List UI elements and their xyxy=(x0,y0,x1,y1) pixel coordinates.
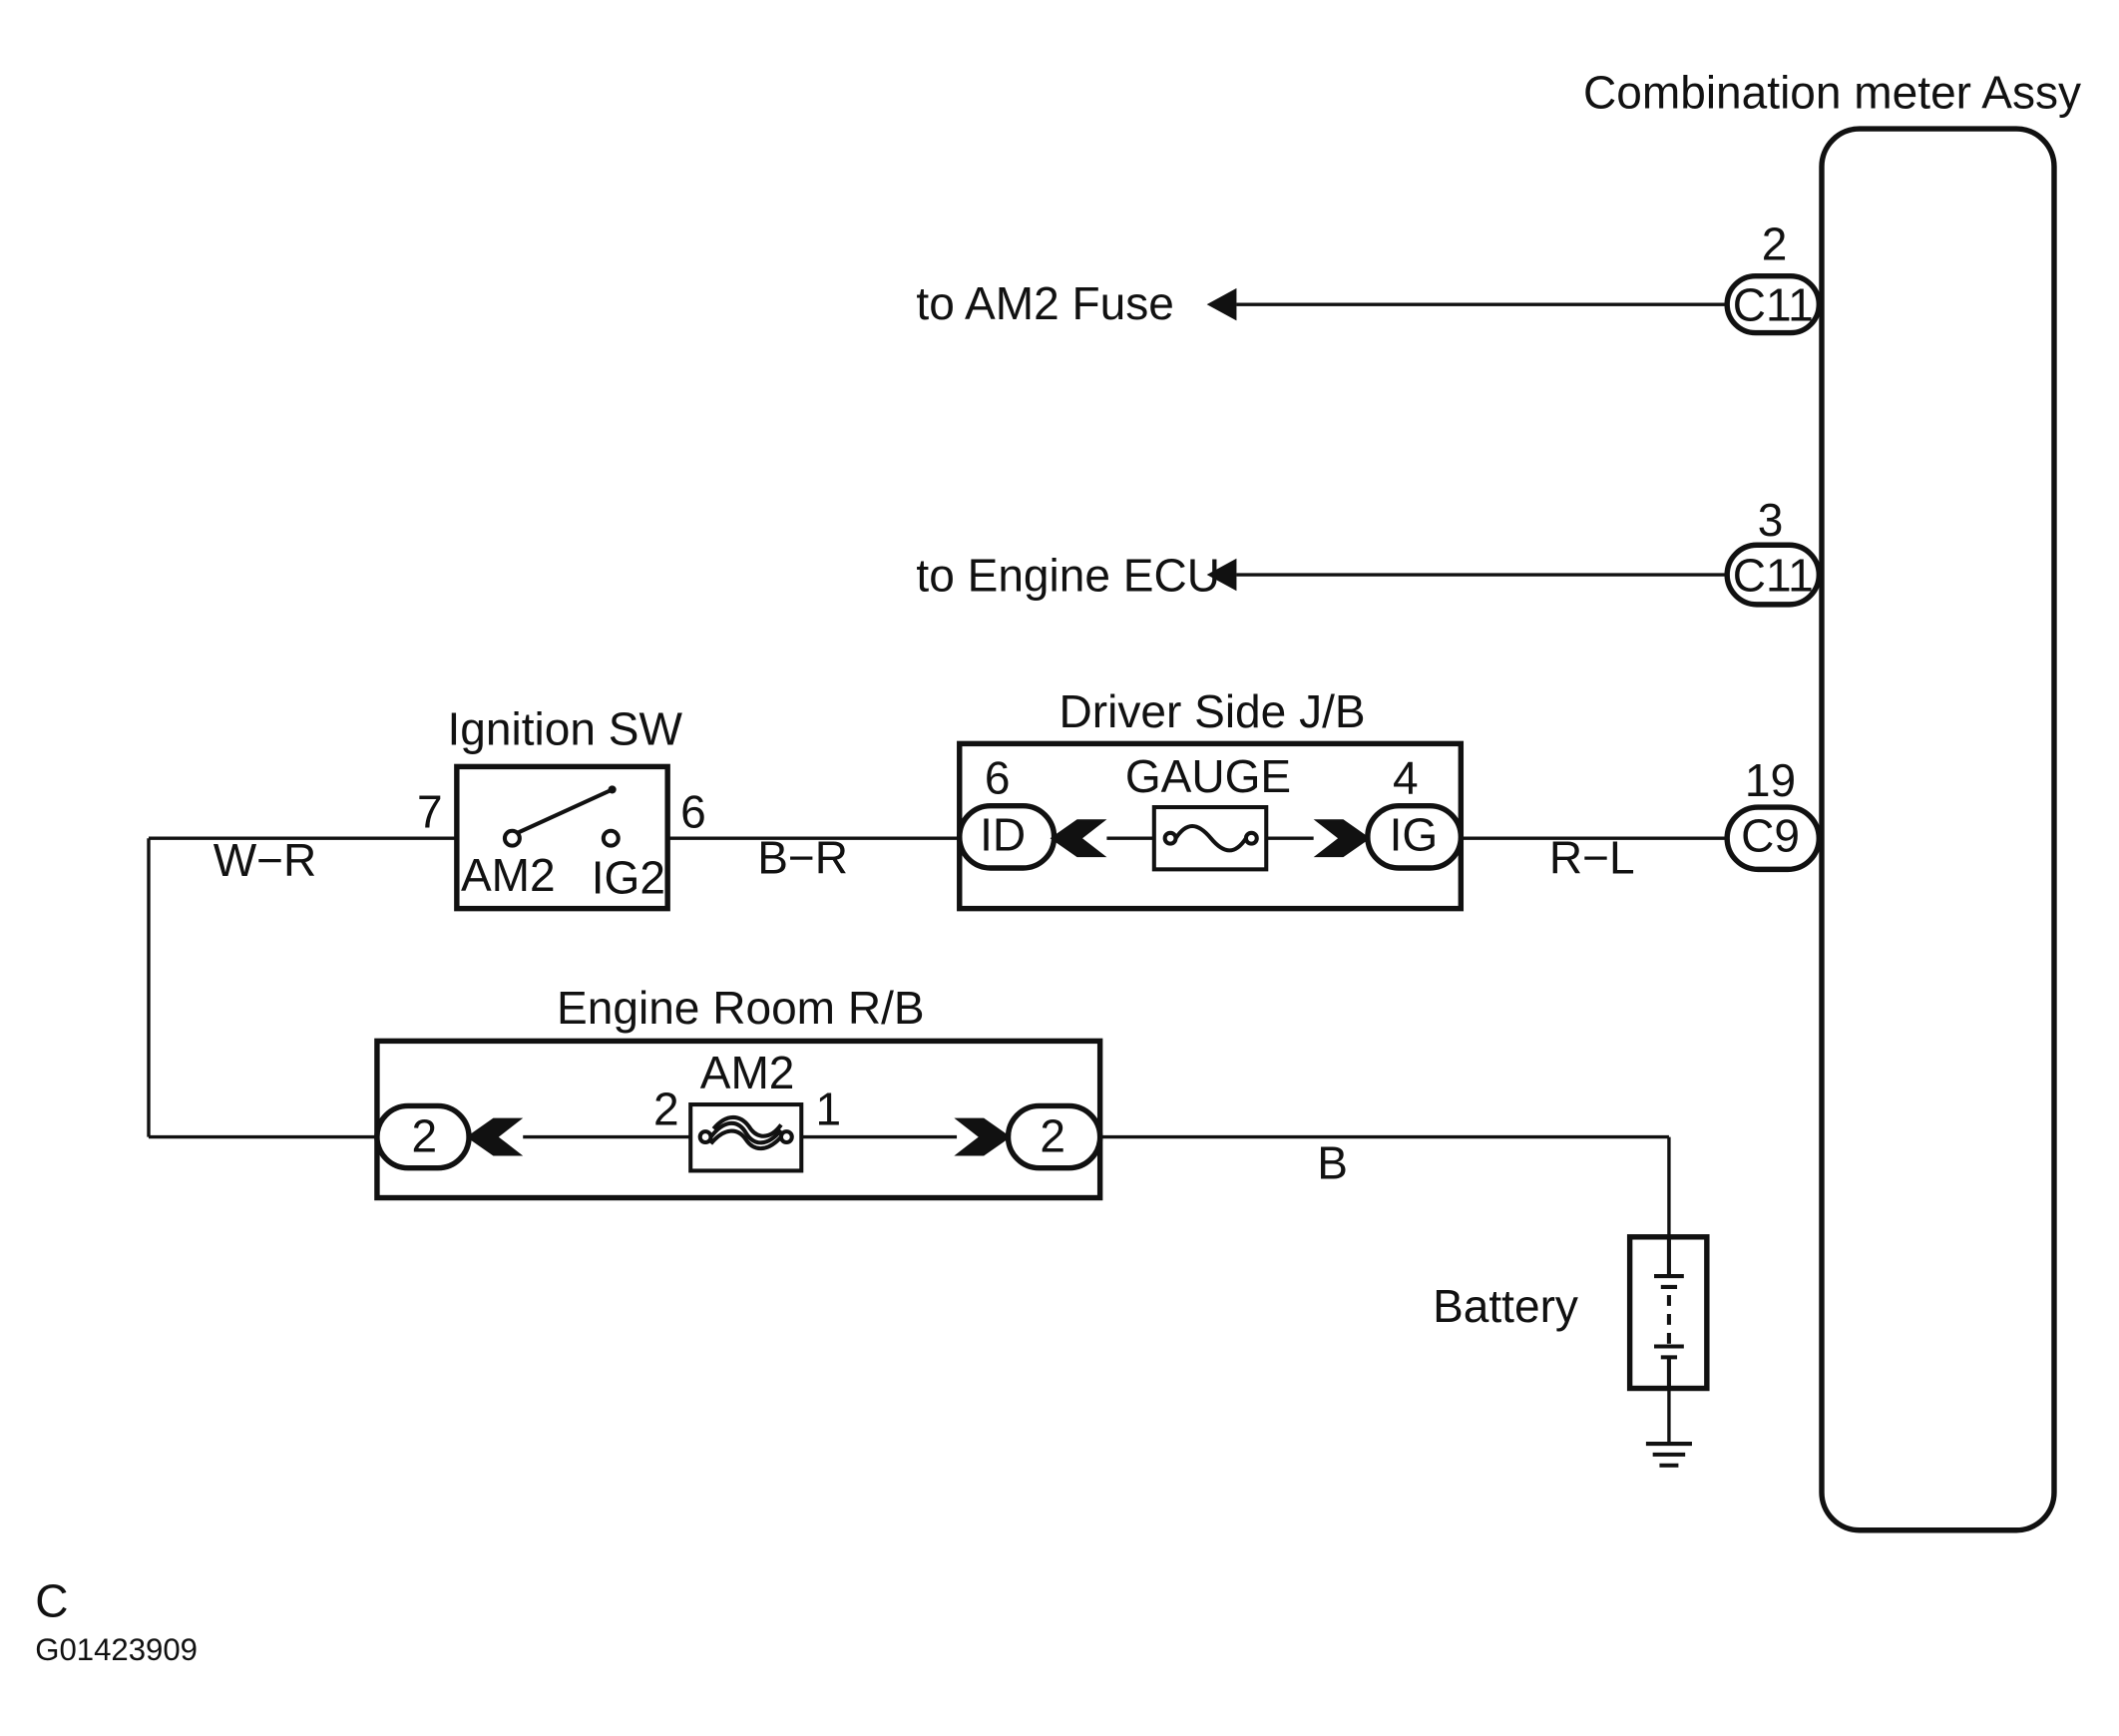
arrow-left-icon xyxy=(1206,558,1237,592)
battery-label: Battery xyxy=(1433,1280,1578,1332)
am2-fuse-pin-left: 2 xyxy=(653,1083,679,1134)
arrow-left-icon xyxy=(1206,287,1237,321)
engine-room-relay-block: Engine Room R/B 2 AM2 2 1 2 xyxy=(374,982,1103,1201)
switch-lever-icon xyxy=(516,787,614,835)
diagram-code: C xyxy=(35,1574,68,1626)
gauge-fuse-label: GAUGE xyxy=(1125,750,1291,802)
connector-2-left-label: 2 xyxy=(412,1109,438,1161)
connector-ig-label: IG xyxy=(1390,808,1439,860)
ignition-switch-body xyxy=(454,763,670,912)
combination-meter-label: Combination meter Assy xyxy=(1583,67,2081,119)
connector-male-icon xyxy=(1050,819,1107,858)
figure-id: G01423909 xyxy=(35,1632,198,1667)
connector-c9-pin: 19 xyxy=(1745,754,1796,806)
engine-ecu-circuit: C11 3 xyxy=(1206,494,1822,608)
wire-color-b-r: B−R xyxy=(757,831,848,883)
combination-meter-body xyxy=(1819,126,2057,1533)
connector-c9-group: C9 19 xyxy=(1724,754,1822,873)
ignition-terminal-am2: AM2 xyxy=(461,849,556,901)
ignition-pin-in: 7 xyxy=(417,785,443,837)
to-engine-ecu-label: to Engine ECU xyxy=(916,549,1220,601)
wire-color-b: B xyxy=(1317,1137,1348,1189)
connector-c11-pin-number: 3 xyxy=(1758,494,1784,546)
to-am2-fuse-label: to AM2 Fuse xyxy=(916,277,1174,329)
connector-male-icon xyxy=(1313,819,1371,858)
connector-id-pin: 6 xyxy=(985,751,1011,803)
switch-contact-icon xyxy=(502,828,522,848)
switch-contact-icon xyxy=(601,828,621,848)
connector-ig-pin: 4 xyxy=(1393,751,1419,803)
ignition-feed-wires xyxy=(147,836,1728,1237)
battery: Battery xyxy=(1433,1234,1710,1468)
connector-c11-id: C11 xyxy=(1733,549,1814,601)
engine-rb-label: Engine Room R/B xyxy=(557,982,925,1034)
am2-fuse-circuit: C11 2 xyxy=(1206,217,1822,336)
connector-c11-pin3 xyxy=(1724,542,1822,608)
connector-male-icon xyxy=(954,1117,1012,1156)
connector-ig xyxy=(1365,802,1465,871)
ignition-pin-out: 6 xyxy=(680,785,706,837)
connector-male-icon xyxy=(466,1117,524,1156)
ignition-switch: Ignition SW 7 6 AM2 IG2 xyxy=(417,703,706,912)
connector-c11-id: C11 xyxy=(1733,278,1814,330)
connector-2-right-label: 2 xyxy=(1040,1109,1065,1161)
connector-c11-pin2 xyxy=(1724,272,1822,336)
ignition-terminal-ig2: IG2 xyxy=(592,852,665,904)
ignition-switch-label: Ignition SW xyxy=(447,703,682,755)
driver-jb-label: Driver Side J/B xyxy=(1060,685,1366,737)
connector-c11-pin-number: 2 xyxy=(1762,217,1788,269)
engine-rb-body xyxy=(374,1038,1103,1201)
driver-side-junction-block: Driver Side J/B ID 6 GAUGE IG 4 xyxy=(957,685,1465,912)
wire-color-w-r: W−R xyxy=(213,834,317,886)
am2-fuse-pin-right: 1 xyxy=(816,1083,842,1134)
connector-c9 xyxy=(1724,804,1822,873)
wire-color-r-l: R−L xyxy=(1549,831,1635,883)
am2-fuse-label: AM2 xyxy=(700,1047,795,1098)
connector-id-label: ID xyxy=(980,808,1026,860)
connector-c9-id: C9 xyxy=(1741,810,1800,862)
connector-2-right xyxy=(1005,1102,1103,1171)
